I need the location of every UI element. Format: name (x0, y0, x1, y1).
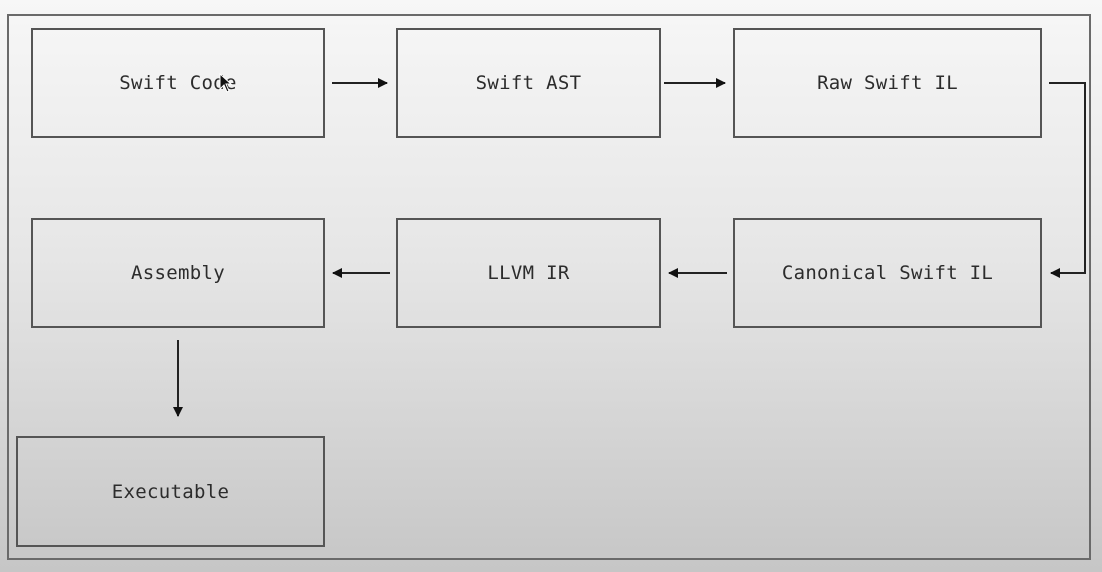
mouse-cursor-icon (219, 73, 233, 93)
node-canonical-swift-il: Canonical Swift IL (733, 218, 1042, 328)
node-assembly: Assembly (31, 218, 325, 328)
node-label: LLVM IR (487, 262, 570, 284)
node-executable: Executable (16, 436, 325, 547)
node-llvm-ir: LLVM IR (396, 218, 661, 328)
node-label: Raw Swift IL (817, 72, 958, 94)
node-label: Executable (111, 480, 230, 503)
edge-raw-swift-il-to-canonical-swift-il (1049, 82, 1086, 278)
node-label: Swift Code (119, 72, 237, 94)
node-swift-ast: Swift AST (396, 28, 661, 138)
node-label: Swift AST (475, 72, 582, 94)
diagram-frame (7, 14, 1091, 560)
node-label: Canonical Swift IL (781, 262, 994, 284)
node-label: Assembly (131, 262, 225, 284)
node-raw-swift-il: Raw Swift IL (733, 28, 1042, 138)
node-swift-code: Swift Code (31, 28, 325, 138)
